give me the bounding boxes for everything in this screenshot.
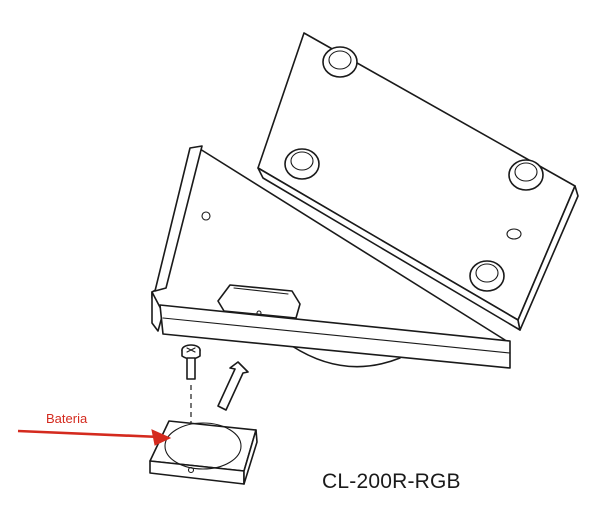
model-label: CL-200R-RGB <box>322 470 461 493</box>
rubber-foot <box>322 46 358 78</box>
rubber-foot <box>469 260 505 292</box>
battery-label: Bateria <box>46 411 88 426</box>
rubber-foot <box>284 148 320 180</box>
base-plate <box>151 145 511 369</box>
callout-arrow <box>17 429 172 446</box>
screw-icon <box>181 344 201 380</box>
tilted-plate <box>257 32 579 331</box>
battery-cover-icon <box>149 420 258 485</box>
rubber-foot <box>508 159 544 191</box>
up-arrow-icon <box>217 361 249 411</box>
